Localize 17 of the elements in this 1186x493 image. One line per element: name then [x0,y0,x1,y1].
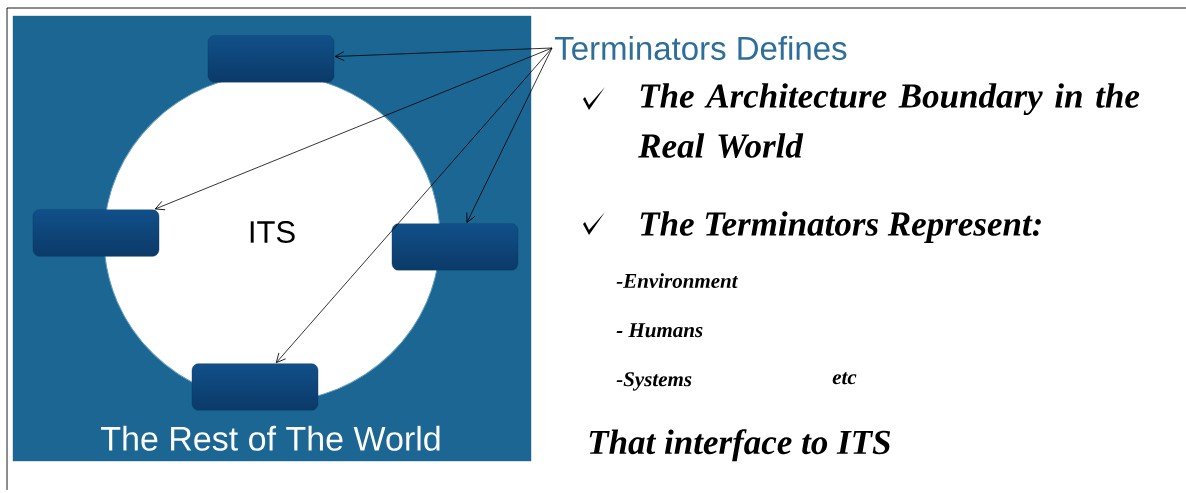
terminator-box [207,35,335,83]
panel-title: The Rest of The World [101,425,440,451]
circle-label: ITS [250,221,295,243]
list-item: etc [832,372,857,385]
arrow [275,47,553,364]
list-item: -Systems [616,372,692,391]
arrow [334,47,553,62]
bullet-text: The Architecture Boundary in the Real World [638,83,1140,158]
terminator-box [32,209,160,257]
arrow [154,47,553,211]
list-item: -Environment [616,273,739,288]
bullet-text: The Terminators Represent: [640,211,1041,243]
terminator-box [191,363,319,411]
terminator-box [391,223,519,271]
closing-text: That interface to ITS [589,429,891,462]
heading: Terminators Defines [554,35,847,61]
list-item: - Humans [616,323,703,338]
